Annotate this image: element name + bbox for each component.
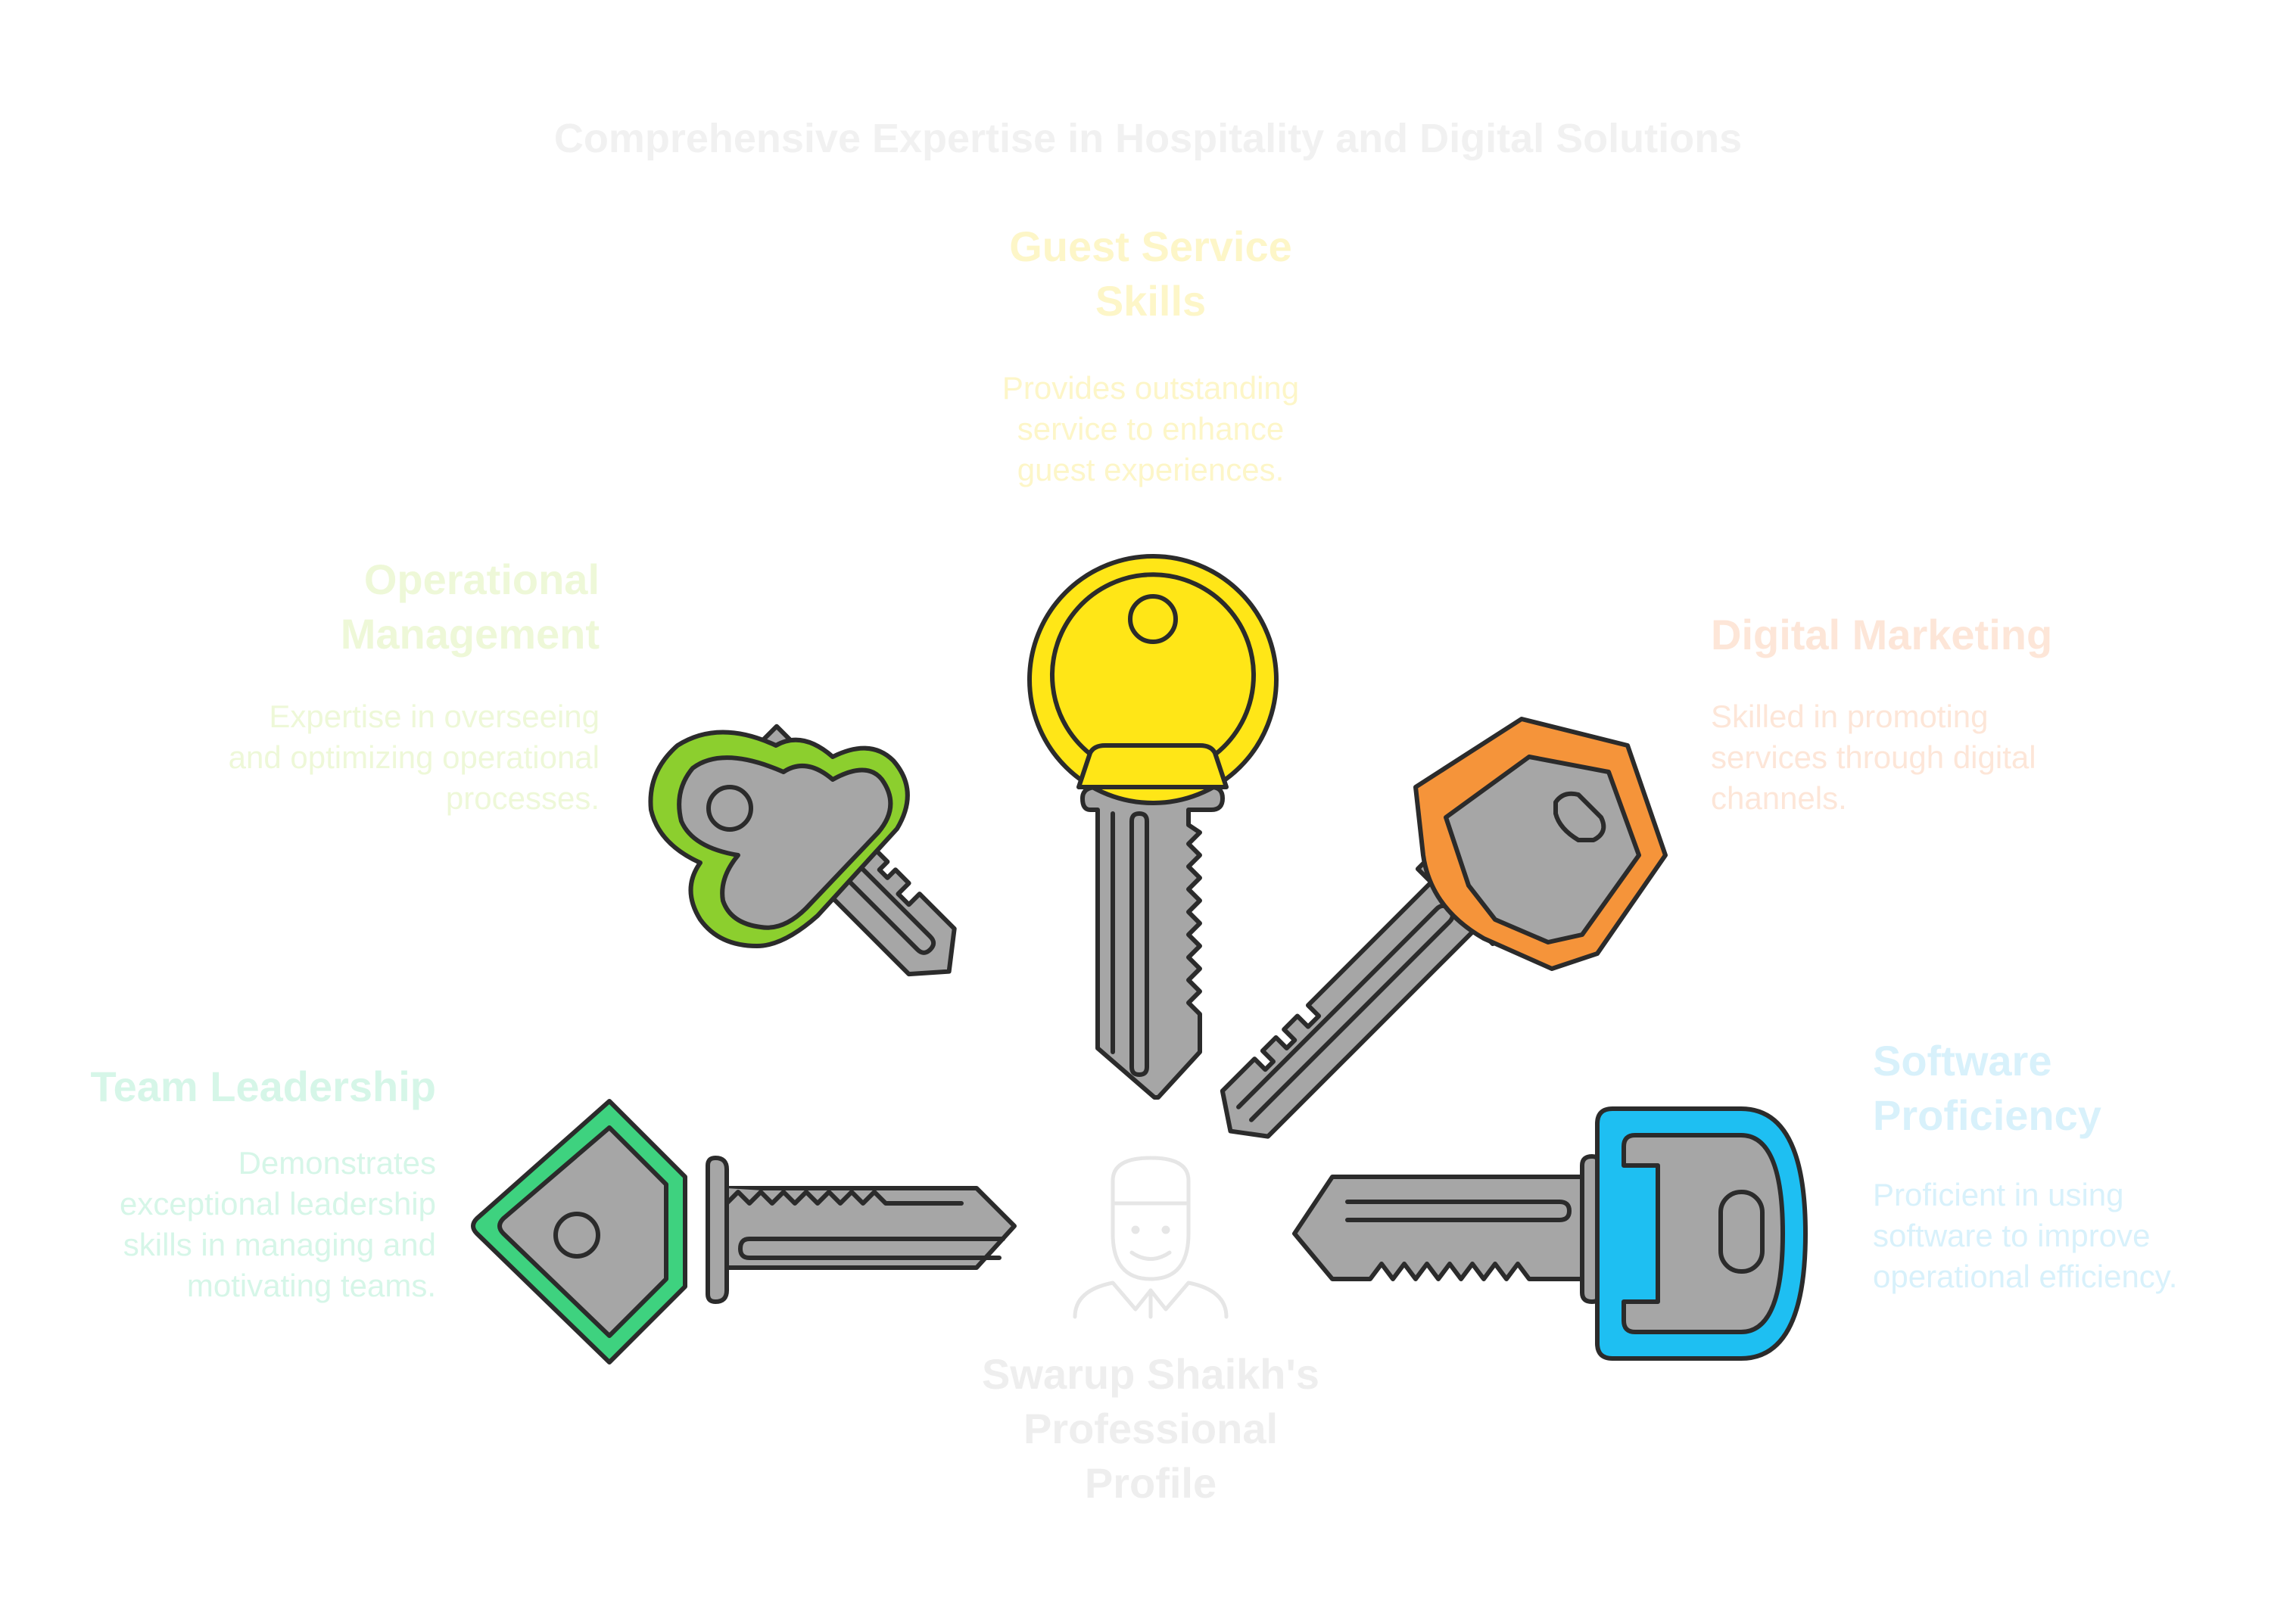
page-title: Comprehensive Expertise in Hospitality a… [553,116,1743,161]
bellhop-person-icon [1073,1156,1229,1319]
operational-management-title: Operational Management [340,555,600,658]
operational-management-description: Expertise in overseeing and optimizing o… [228,699,600,816]
center-label: Swarup Shaikh's Professional Profile [982,1350,1319,1507]
diamond-key-icon [471,1099,1017,1365]
software-proficiency-title: Software Proficiency [1873,1037,2101,1139]
guest-service-title: Guest Service Skills [1009,223,1292,325]
oval-key-icon [1292,1106,1808,1361]
round-key-icon [1027,554,1279,1100]
digital-marketing-description: Skilled in promoting services through di… [1711,699,2036,816]
clover-key-icon [648,724,957,977]
team-leadership-description: Demonstrates exceptional leadership skil… [120,1145,436,1303]
team-leadership-title: Team Leadership [90,1063,436,1110]
guest-service-description: Provides outstanding service to enhance … [1002,370,1300,487]
software-proficiency-description: Proficient in using software to improve … [1873,1177,2178,1294]
digital-marketing-title: Digital Marketing [1711,611,2053,658]
hexagon-key-icon [1220,717,1668,1139]
